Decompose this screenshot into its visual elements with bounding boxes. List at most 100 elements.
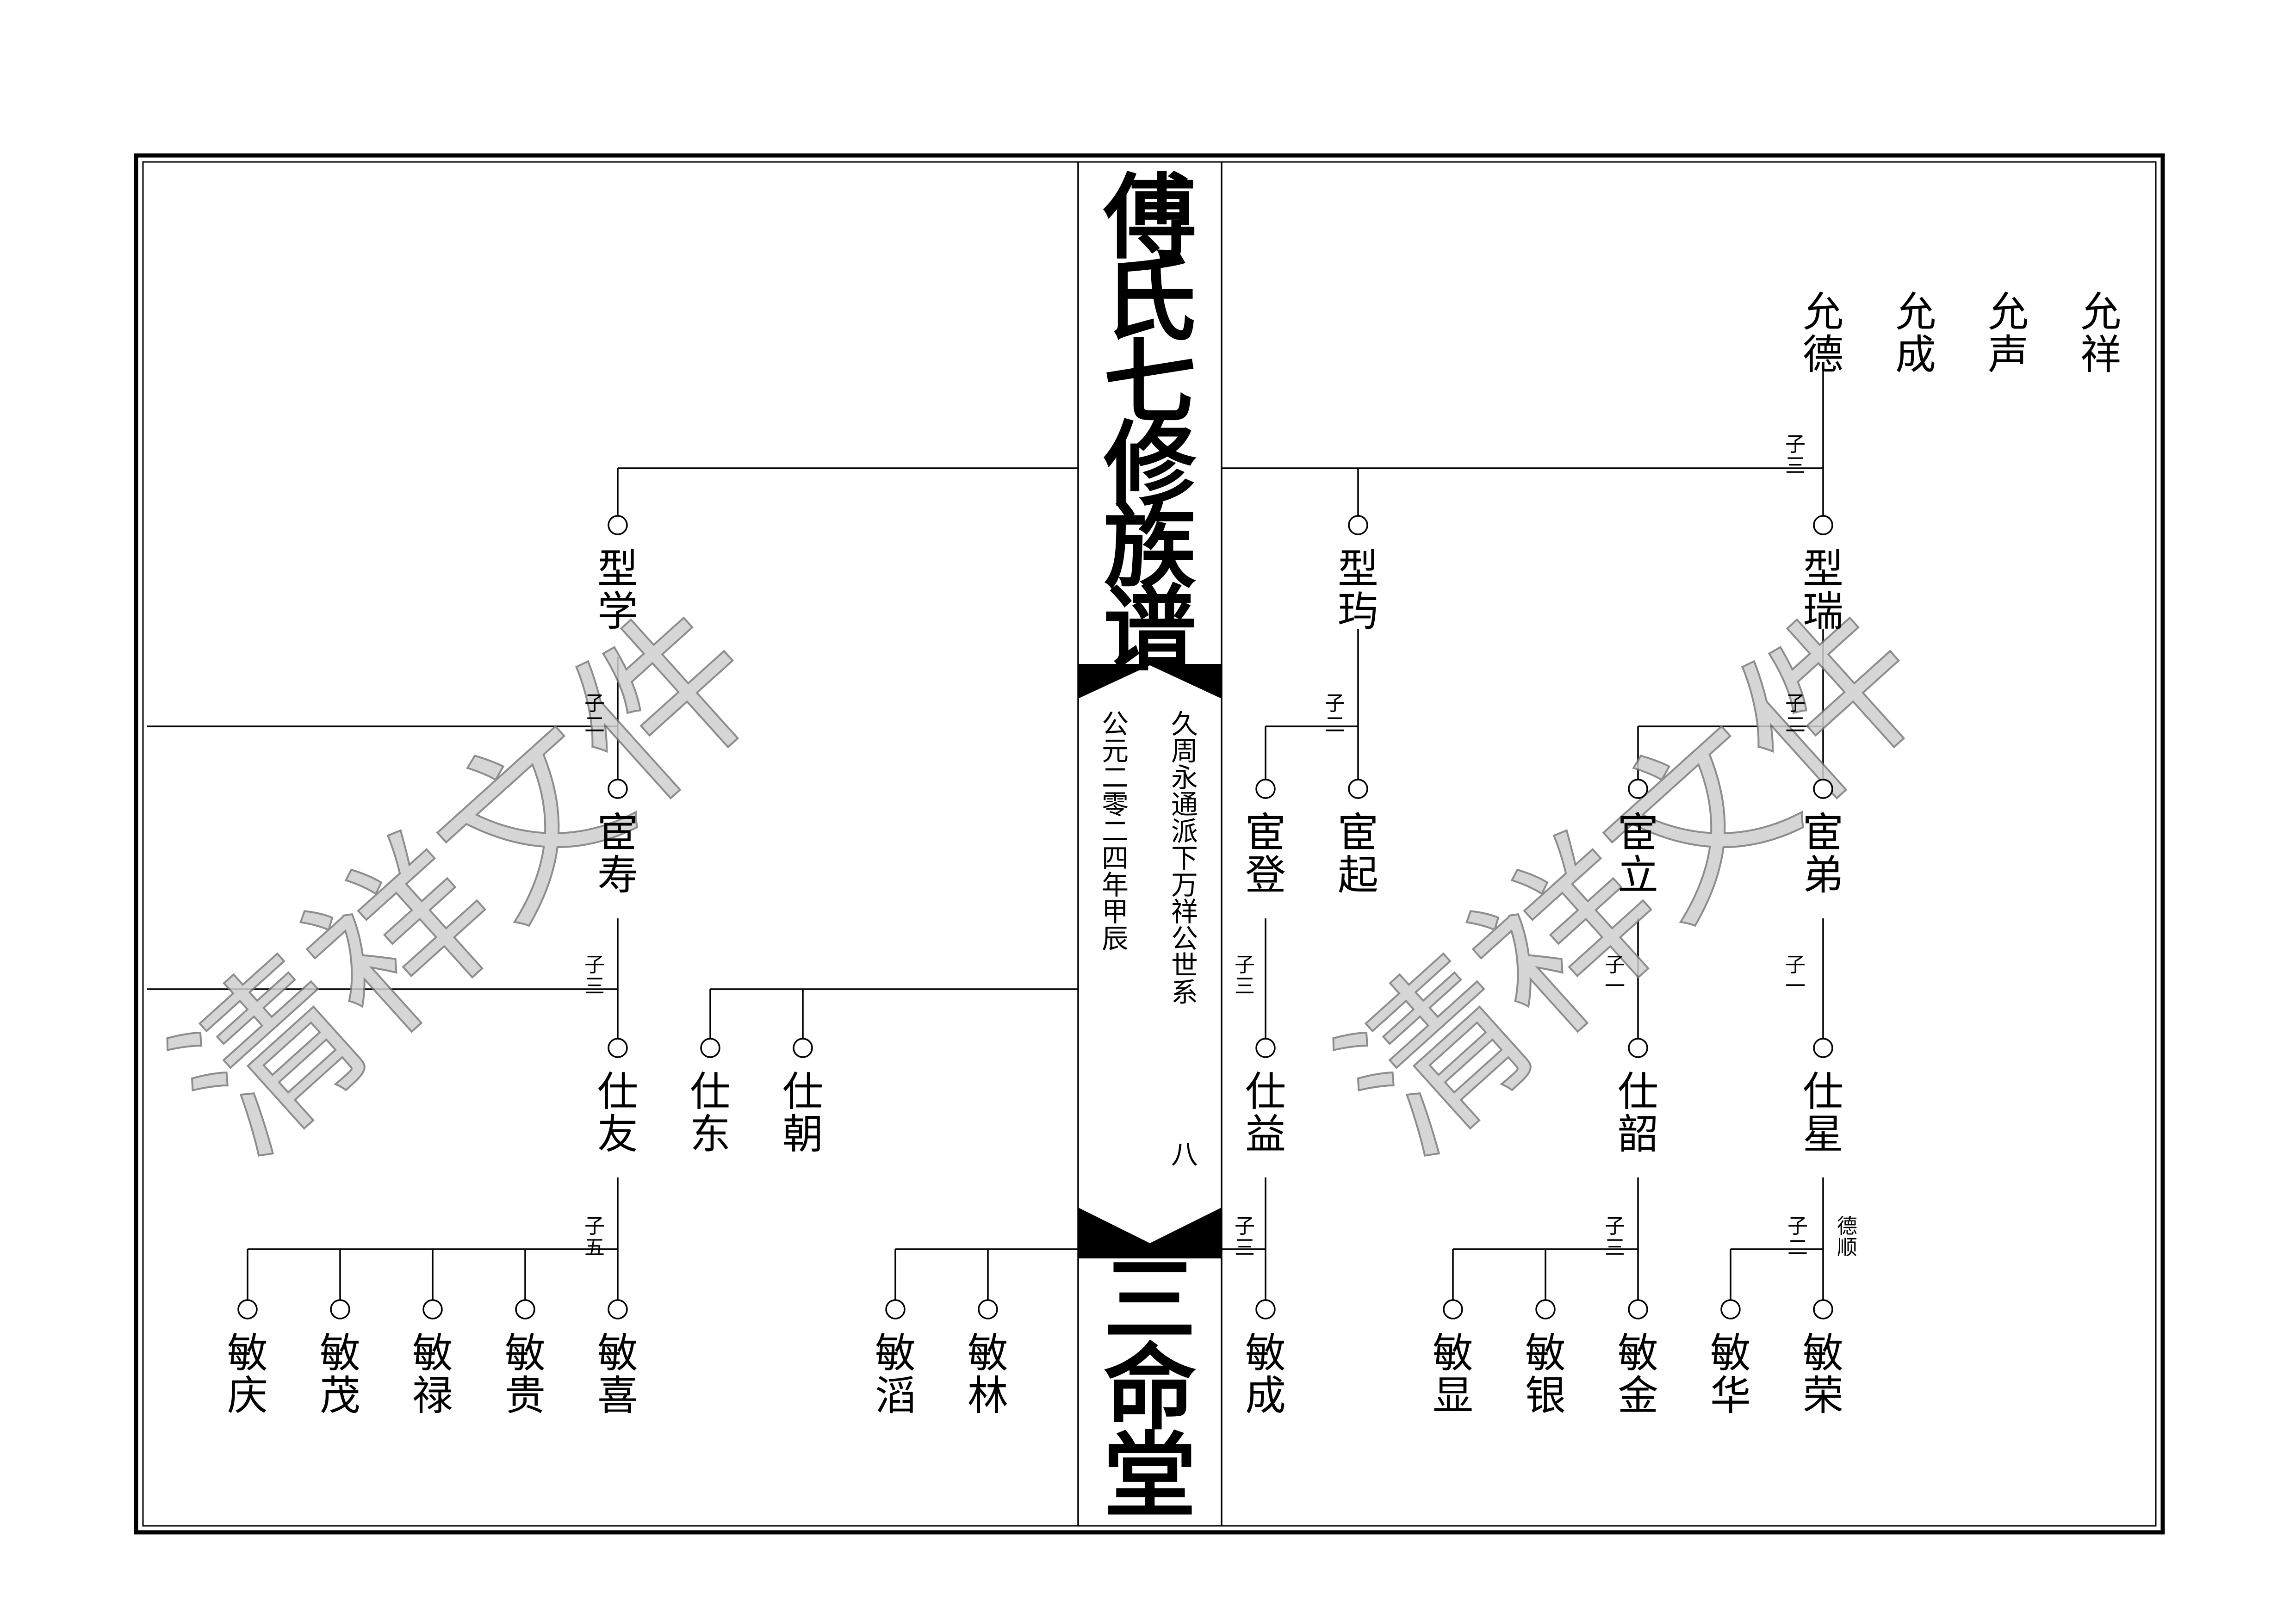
ancestor-yuncheng: 允成 [1895,288,1936,378]
spine-title-char: 修 [1104,410,1197,519]
spine-lineage-char: 万 [1171,869,1198,901]
person-minxi-char: 敏 [597,1329,638,1377]
person-huanqi-char: 起 [1338,851,1378,899]
node-circle [608,1038,628,1058]
node-circle [1813,515,1833,535]
person-huanshou: 宦寿 [597,809,638,899]
count-huandi-sons: 子一 [1785,953,1806,998]
spine-page-number-char: 八 [1171,1139,1198,1170]
person-shiyi: 仕益 [1245,1068,1286,1158]
person-mintao-char: 敏 [875,1329,916,1377]
spine-lineage-char: 久 [1171,708,1198,740]
person-huandi: 宦弟 [1803,809,1843,899]
node-circle [793,1038,813,1058]
person-minmao-char: 茂 [320,1372,360,1419]
count-xingxue-sons: 子二 [584,692,605,737]
node-circle [422,1299,443,1319]
count-xingyu-sons-char: 子 [1325,692,1345,715]
spine-hall-name-char: 命 [1104,1334,1196,1443]
node-circle [237,1299,258,1319]
person-shiyi-char: 仕 [1245,1068,1286,1115]
person-huanli-char: 立 [1618,851,1658,899]
node-circle [1255,1038,1276,1058]
note-de-shun: 德顺 [1837,1214,1857,1259]
person-minyin: 敏银 [1525,1329,1566,1419]
ancestor-yunde-char: 允 [1803,288,1843,336]
spine-lineage-char: 世 [1171,950,1198,981]
person-shidong-char: 东 [690,1110,731,1158]
person-shiyou: 仕友 [597,1068,638,1158]
spine-date-char: 二 [1102,762,1129,793]
node-circle [1255,779,1276,799]
node-circle [978,1299,998,1319]
node-circle [330,1299,350,1319]
person-xingrui-char: 型 [1803,545,1843,593]
count-shiyou-sons-char: 五 [584,1236,605,1259]
person-huanqi-char: 宦 [1338,809,1378,856]
spine-title-char: 谱 [1104,575,1196,684]
person-minlin-char: 敏 [968,1329,1008,1377]
ancestor-yunde: 允德 [1803,288,1843,378]
spine-title-char: 傅 [1103,163,1196,272]
spine-date-char: 辰 [1102,923,1129,954]
person-shixing-char: 星 [1803,1110,1843,1158]
person-minrong-char: 荣 [1803,1372,1843,1419]
count-huandi-sons-char: 子 [1785,953,1806,977]
person-huanqi: 宦起 [1338,809,1378,899]
ancestor-yunxiang-char: 允 [2080,288,2121,336]
spine-hall-name-char: 三 [1104,1246,1196,1355]
person-minxian: 敏显 [1433,1329,1473,1419]
ancestor-yunsheng-char: 声 [1988,331,2029,378]
ancestor-yunxiang: 允祥 [2080,288,2121,378]
person-huanshou-char: 寿 [597,851,638,899]
person-minlin: 敏林 [968,1329,1008,1419]
count-huandeng-sons-char: 三 [1235,974,1255,998]
spine-date-char: 零 [1102,789,1129,820]
person-shiyou-char: 友 [597,1110,638,1158]
person-minlu: 敏禄 [412,1329,453,1419]
spine-hall-name-char: 堂 [1104,1422,1196,1530]
count-huanli-sons-char: 子 [1605,953,1625,977]
person-shiyou-char: 仕 [597,1068,638,1115]
person-xingxue-char: 学 [597,588,638,635]
node-circle [1628,1038,1648,1058]
count-shiyi-sons: 子三 [1235,1214,1255,1259]
spine-title-char: 氏 [1104,246,1196,354]
spine-bottom-chevron [1078,1208,1222,1258]
count-shiyi-sons-char: 三 [1235,1236,1255,1259]
spine-date-char: 二 [1102,816,1129,847]
person-xingyu-char: 玙 [1338,588,1378,635]
node-circle [1813,1038,1833,1058]
count-shishao-sons-char: 三 [1605,1236,1625,1259]
count-shiyou-sons-char: 子 [584,1214,605,1238]
node-circle [608,515,628,535]
person-mingui: 敏贵 [505,1329,546,1419]
count-xingrui-sons-char: 子 [1785,692,1806,715]
ancestor-yunde-char: 德 [1803,331,1843,378]
person-shiyi-char: 益 [1245,1110,1286,1158]
spine-lineage-char: 公 [1171,923,1198,954]
spine-date-char: 元 [1102,735,1129,767]
person-shishao-char: 仕 [1618,1068,1658,1115]
ancestor-yuncheng-char: 允 [1895,288,1936,336]
spine-date-char: 年 [1102,869,1129,901]
count-shishao-sons-char: 子 [1605,1214,1625,1238]
person-minjin: 敏金 [1618,1329,1658,1419]
node-circle [1535,1299,1556,1319]
person-shixing: 仕星 [1803,1068,1843,1158]
person-minyin-char: 银 [1525,1372,1566,1419]
spine-title-char: 族 [1104,493,1196,601]
person-minjin-char: 敏 [1618,1329,1658,1377]
person-mincheng-char: 成 [1245,1372,1286,1419]
count-huanli-sons: 子一 [1605,953,1625,998]
spine-lineage-char: 通 [1171,789,1198,820]
person-shishao-char: 韶 [1618,1110,1658,1158]
person-huandeng-char: 宦 [1245,809,1286,856]
person-huandeng: 宦登 [1245,809,1286,899]
ancestor-yunxiang-char: 祥 [2080,331,2121,378]
spine-hall-name: 三命堂 [1104,1246,1196,1530]
node-circle [885,1299,906,1319]
person-xingrui: 型瑞 [1803,545,1843,635]
count-shixing-sons-char: 二 [1787,1236,1808,1259]
